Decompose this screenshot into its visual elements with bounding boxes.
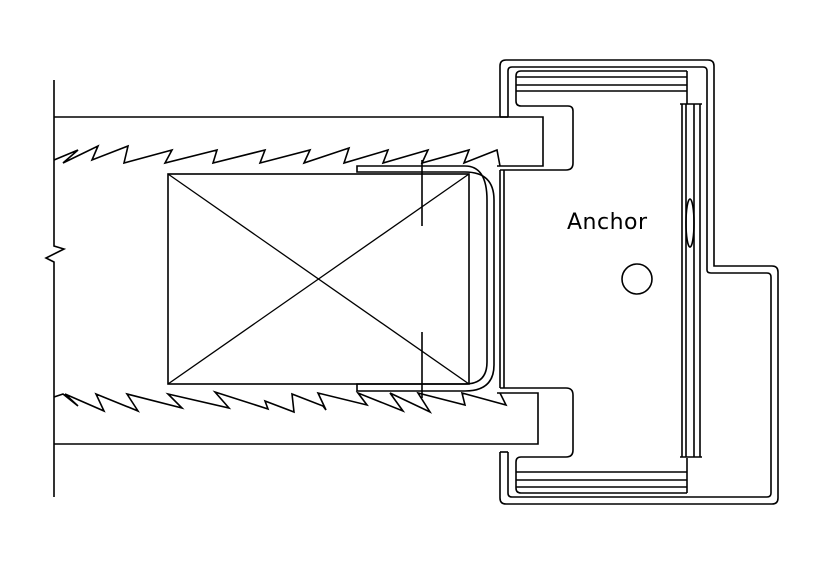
upper-stud-flange — [53, 116, 544, 167]
anchor-label: Anchor — [567, 210, 648, 235]
anchor-bolt-icon — [621, 263, 653, 295]
lower-stud-flange — [53, 390, 539, 445]
glazing-stop — [680, 103, 702, 458]
anchor-channel — [499, 59, 779, 505]
gasket-icon — [685, 198, 695, 248]
blocking — [167, 173, 470, 385]
wall-break-line — [44, 80, 67, 497]
sealant-backer — [356, 165, 495, 392]
